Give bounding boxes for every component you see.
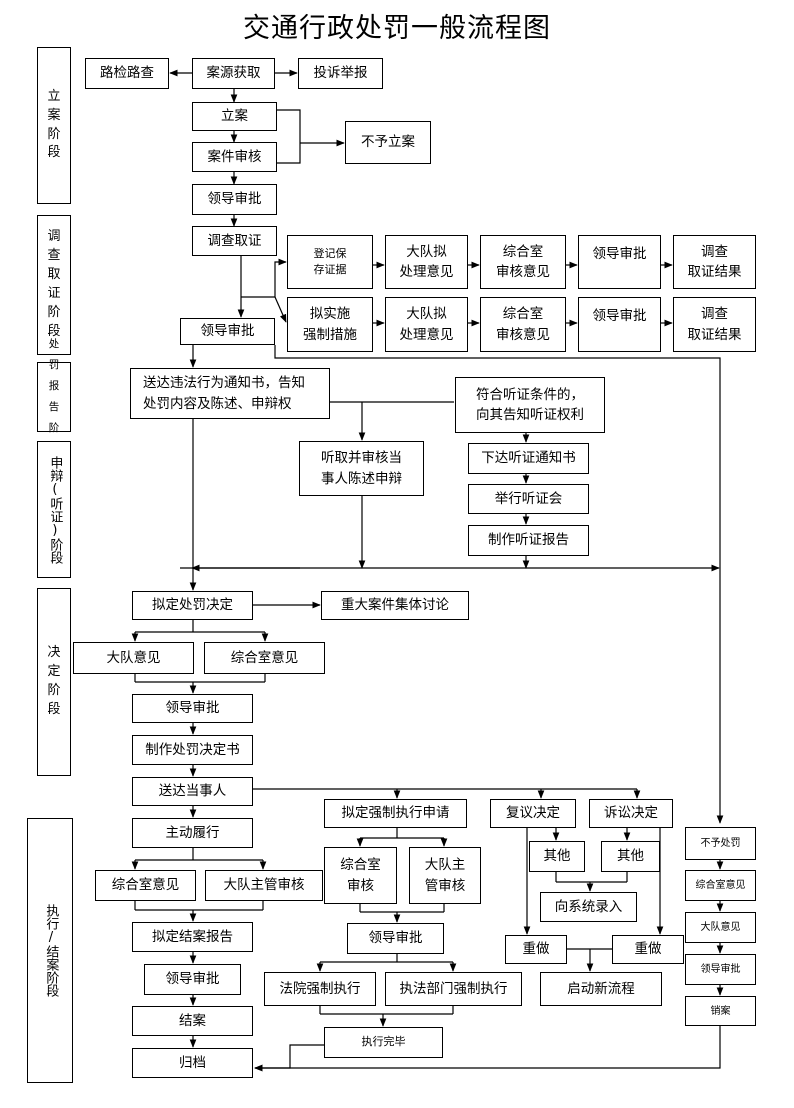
stage-filing: 立 案 阶 段 xyxy=(37,47,71,204)
box-brigade-supervisor-review: 大队主管审核 xyxy=(205,870,323,901)
box-litigation-decision: 诉讼决定 xyxy=(589,799,673,828)
stage-execution: 执行/结案阶段 xyxy=(27,818,73,1083)
box-draft-decision: 拟定处罚决定 xyxy=(132,591,253,620)
box-hear-statement: 听取并审核当 事人陈述申辩 xyxy=(299,441,424,496)
box-investigation-result-2: 调查 取证结果 xyxy=(673,297,756,352)
box-leader-approval-r1: 领导审批 xyxy=(578,235,661,289)
box-office-review-2: 综合室 审核意见 xyxy=(480,297,566,352)
box-leader-approval-1: 领导审批 xyxy=(192,184,277,215)
box-leader-approval-3: 领导审批 xyxy=(132,694,253,723)
stage-report: 处 罚 报 告 阶段 xyxy=(37,338,71,455)
box-office-opinion: 综合室意见 xyxy=(204,642,325,674)
box-close-case: 结案 xyxy=(132,1006,253,1036)
box-execution-complete: 执行完毕 xyxy=(324,1027,443,1058)
box-brigade-supervisor-audit: 大队主 管审核 xyxy=(409,847,481,904)
box-hold-hearing: 举行听证会 xyxy=(468,484,589,514)
box-brigade-proposal-2: 大队拟 处理意见 xyxy=(385,297,468,352)
box-system-entry: 向系统录入 xyxy=(540,892,637,922)
box-archive: 归档 xyxy=(132,1048,253,1078)
box-redo-2: 重做 xyxy=(612,935,684,964)
box-investigation: 调查取证 xyxy=(192,226,277,256)
box-closing-report: 拟定结案报告 xyxy=(132,922,253,952)
page-title: 交通行政处罚一般流程图 xyxy=(243,13,551,44)
box-leader-approval-4: 领导审批 xyxy=(144,964,241,995)
stage-hearing-text: 申辩(听证)阶段 xyxy=(47,455,63,564)
box-hearing-report: 制作听证报告 xyxy=(468,525,589,556)
box-no-penalty: 不予处罚 xyxy=(685,827,756,860)
box-hearing-notice: 下达听证通知书 xyxy=(468,443,589,474)
box-road-inspection: 路检路查 xyxy=(85,58,169,89)
box-case-source: 案源获取 xyxy=(192,58,275,89)
box-case-review: 案件审核 xyxy=(192,142,277,172)
stage-hearing: 申辩(听证)阶段 xyxy=(37,441,71,578)
box-office-review-1: 综合室 审核意见 xyxy=(480,235,566,289)
box-leader-approval-6: 领导审批 xyxy=(685,954,756,985)
box-brigade-opinion-3: 大队意见 xyxy=(685,912,756,943)
box-brigade-proposal-1: 大队拟 处理意见 xyxy=(385,235,468,289)
stage-execution-text: 执行/结案阶段 xyxy=(43,904,59,997)
box-make-decision: 制作处罚决定书 xyxy=(132,735,253,765)
box-not-filed: 不予立案 xyxy=(345,121,431,164)
box-hearing-eligible: 符合听证条件的， 向其告知听证权利 xyxy=(455,377,605,433)
box-leader-approval-5: 领导审批 xyxy=(347,923,444,954)
box-leader-approval-2: 领导审批 xyxy=(180,318,275,345)
stage-decision: 决 定 阶 段 xyxy=(37,588,71,776)
box-court-enforcement: 法院强制执行 xyxy=(264,972,376,1006)
box-voluntary-compliance: 主动履行 xyxy=(132,818,253,848)
box-complaint: 投诉举报 xyxy=(298,58,383,89)
box-other-1: 其他 xyxy=(529,841,585,872)
box-office-opinion-3: 综合室意见 xyxy=(685,870,756,901)
box-reconsideration-decision: 复议决定 xyxy=(490,799,576,828)
box-investigation-result-1: 调查 取证结果 xyxy=(673,235,756,289)
box-new-process: 启动新流程 xyxy=(540,972,662,1006)
box-serve-party: 送达当事人 xyxy=(132,777,253,806)
box-leader-approval-r2: 领导审批 xyxy=(578,297,661,352)
box-major-case-discussion: 重大案件集体讨论 xyxy=(321,591,469,620)
box-violation-notice: 送达违法行为通知书，告知 处罚内容及陈述、申辩权 xyxy=(130,368,330,419)
box-office-opinion-2: 综合室意见 xyxy=(95,870,196,901)
box-enforcement-application: 拟定强制执行申请 xyxy=(324,799,467,828)
box-other-2: 其他 xyxy=(601,841,660,872)
box-redo-1: 重做 xyxy=(505,935,567,964)
box-brigade-opinion: 大队意见 xyxy=(73,642,194,674)
box-agency-enforcement: 执法部门强制执行 xyxy=(385,972,522,1006)
stage-investigation: 调 查 取 证 阶 段 xyxy=(37,215,71,355)
box-register-evidence: 登记保 存证据 xyxy=(287,235,373,289)
box-compulsory-measures: 拟实施 强制措施 xyxy=(287,297,373,352)
box-office-audit: 综合室 审核 xyxy=(324,847,397,904)
box-cancel-case: 销案 xyxy=(685,996,756,1026)
box-filing: 立案 xyxy=(192,102,277,131)
